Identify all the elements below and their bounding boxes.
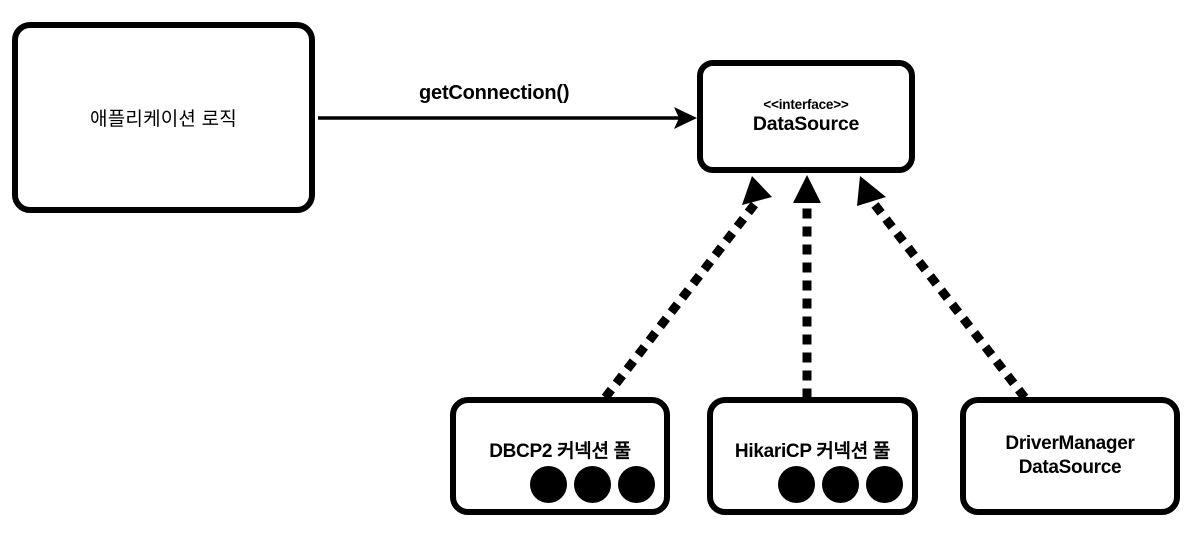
edge-get-connection (318, 107, 697, 129)
edge-realization-drivermanager-line (861, 189, 1029, 401)
node-datasource-title: DataSource (752, 113, 860, 136)
connection-dot-icon (618, 466, 655, 503)
connection-dot-icon (778, 466, 815, 503)
dbcp2-connection-dots (530, 466, 655, 503)
connection-dot-icon (866, 466, 903, 503)
edge-realization-drivermanager-arrowhead (857, 176, 886, 206)
node-application-logic[interactable]: 애플리케이션 로직 (12, 22, 315, 213)
hikaricp-connection-dots (778, 466, 903, 503)
node-dbcp2-pool[interactable]: DBCP2 커넥션 풀 (450, 397, 670, 515)
edge-realization-dbcp2-arrowhead (742, 176, 772, 205)
edge-realization-dbcp2-line (601, 189, 768, 401)
node-drivermanager-datasource-title-line1: DriverManager (1005, 433, 1135, 455)
edge-label-get-connection: getConnection() (419, 82, 570, 104)
node-drivermanager-datasource[interactable]: DriverManager DataSource (960, 397, 1180, 515)
node-hikaricp-pool[interactable]: HikariCP 커넥션 풀 (707, 397, 918, 515)
edge-realization-hikaricp-arrowhead (793, 175, 821, 203)
connection-dot-icon (822, 466, 859, 503)
connection-dot-icon (530, 466, 567, 503)
edge-realization-drivermanager (857, 176, 1029, 401)
node-application-logic-label: 애플리케이션 로직 (90, 109, 237, 130)
node-drivermanager-datasource-title-line2: DataSource (1018, 457, 1122, 478)
node-dbcp2-pool-title: DBCP2 커넥션 풀 (489, 441, 631, 462)
edge-get-connection-arrowhead (674, 107, 697, 129)
node-datasource-stereotype: <<interface>> (763, 96, 849, 112)
node-hikaricp-pool-title: HikariCP 커넥션 풀 (734, 441, 891, 462)
connection-dot-icon (574, 466, 611, 503)
edge-realization-dbcp2 (601, 176, 772, 401)
node-datasource-interface[interactable]: <<interface>> DataSource (697, 60, 915, 173)
edge-realization-hikaricp (793, 175, 821, 399)
